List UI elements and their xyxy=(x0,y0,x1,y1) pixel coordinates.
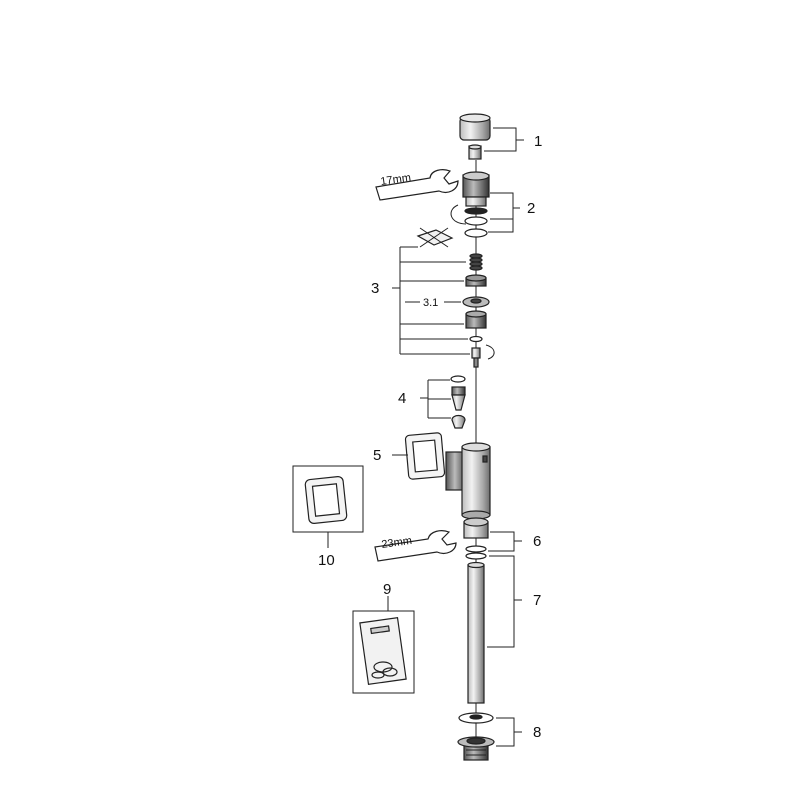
callout-6-label: 6 xyxy=(533,533,541,550)
callout-1-label: 1 xyxy=(534,133,542,150)
part-8-rosette xyxy=(458,712,494,724)
part-10-inset-box xyxy=(292,465,364,548)
callout-10-label: 10 xyxy=(318,552,335,569)
callout-1-bracket xyxy=(484,127,524,152)
callout-8-bracket xyxy=(496,717,522,747)
part-3-spring xyxy=(469,253,483,271)
part-3-nut xyxy=(465,274,487,287)
wrench-23mm-icon xyxy=(374,530,457,562)
callout-6-bracket xyxy=(488,531,522,552)
callout-4-bracket xyxy=(420,379,451,419)
callout-4-label: 4 xyxy=(398,390,406,407)
wrench-17mm-icon xyxy=(375,169,459,201)
part-2-headpart xyxy=(462,171,490,238)
part-3-o-ring xyxy=(469,335,483,343)
callout-9-label: 9 xyxy=(383,581,391,598)
part-4-seal xyxy=(451,414,466,429)
part-3-valve-body xyxy=(465,310,487,329)
part-1-cap xyxy=(459,113,491,160)
wrench-17mm-label: 17mm xyxy=(380,172,412,188)
wrench-23mm-label: 23mm xyxy=(381,535,413,551)
part-3-1-washer xyxy=(462,296,490,308)
do-not-use-crossed-icon xyxy=(416,227,454,248)
callout-2-bracket xyxy=(488,192,520,233)
part-6-nut xyxy=(463,517,489,560)
part-4-diaphragm xyxy=(451,386,466,411)
callout-2-label: 2 xyxy=(527,200,535,217)
callout-5-label: 5 xyxy=(373,447,381,464)
callout-8-label: 8 xyxy=(533,724,541,741)
part-4-ring xyxy=(450,375,466,383)
part-3-needle xyxy=(471,347,481,368)
part-8-connector xyxy=(457,736,495,761)
callout-3-bracket xyxy=(392,246,470,355)
callout-7-bracket xyxy=(487,555,522,648)
valve-body xyxy=(445,442,491,520)
rotate-arrow-icon xyxy=(450,204,467,225)
callout-7-label: 7 xyxy=(533,592,541,609)
callout-3-1-label: 3.1 xyxy=(423,297,438,309)
rotate-arrow-small-icon xyxy=(485,344,495,360)
part-5-cover-plate xyxy=(404,432,446,480)
part-7-flush-pipe xyxy=(467,561,485,704)
callout-3-label: 3 xyxy=(371,280,379,297)
part-9-service-kit-box xyxy=(352,596,415,694)
